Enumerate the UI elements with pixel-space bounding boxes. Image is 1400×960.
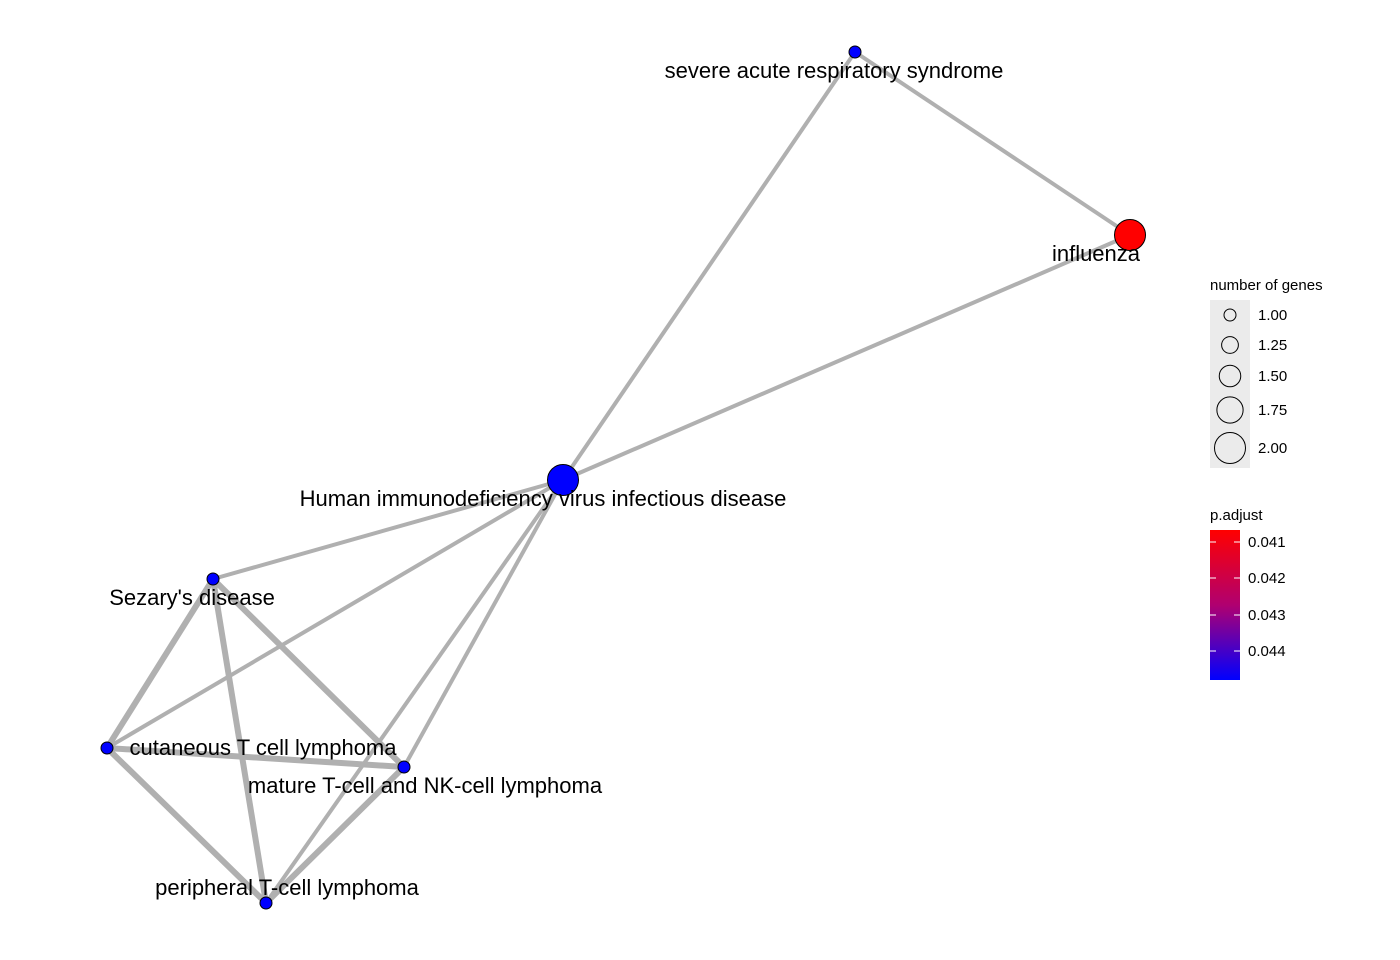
edge-sezary-ctcl xyxy=(104,577,216,750)
legend-size-key-1 xyxy=(1221,336,1239,354)
legend-p-adjust: p.adjust 0.041 0.042 0.043 0.044 xyxy=(1210,507,1286,680)
node-mature[interactable] xyxy=(397,760,411,774)
node-label-sezary: Sezary's disease xyxy=(109,585,275,610)
node-label-hiv: Human immunodeficiency virus infectious … xyxy=(300,486,787,511)
node-label-ptcl: peripheral T-cell lymphoma xyxy=(155,875,419,900)
legend-size-title: number of genes xyxy=(1210,277,1323,294)
legend-size-label-2: 1.50 xyxy=(1258,368,1287,385)
node-hiv[interactable] xyxy=(547,464,579,496)
edge-ctcl-mature xyxy=(106,745,405,770)
node-label-mature: mature T-cell and NK-cell lymphoma xyxy=(248,773,603,798)
legend-size-label-0: 1.00 xyxy=(1258,307,1287,324)
node-influenza[interactable] xyxy=(1114,219,1146,251)
legend-color-bar xyxy=(1210,530,1240,680)
edge-influenza-hiv xyxy=(562,233,1131,482)
legend-color-label-3: 0.044 xyxy=(1248,643,1286,660)
node-ctcl[interactable] xyxy=(100,741,114,755)
legend-size-key-3 xyxy=(1216,396,1244,424)
edge-sars-influenza xyxy=(853,50,1132,237)
node-sars[interactable] xyxy=(848,45,862,59)
edge-sars-hiv xyxy=(561,50,857,482)
edge-hiv-mature xyxy=(402,479,565,768)
legend-color-label-0: 0.041 xyxy=(1248,534,1286,551)
node-ptcl[interactable] xyxy=(259,896,273,910)
node-label-sars: severe acute respiratory syndrome xyxy=(665,58,1004,83)
legend-size-key-4 xyxy=(1214,432,1246,464)
legend-size-key-2 xyxy=(1218,364,1242,388)
legend-size-items: 1.00 1.25 1.50 1.75 2.00 xyxy=(1214,307,1287,464)
edge-sezary-ptcl xyxy=(210,578,269,904)
edge-hiv-ctcl xyxy=(105,478,565,750)
node-sezary[interactable] xyxy=(206,572,220,586)
legend-color-label-1: 0.042 xyxy=(1248,570,1286,587)
node-label-influenza: influenza xyxy=(1052,241,1141,266)
legend-color-items: 0.041 0.042 0.043 0.044 xyxy=(1210,534,1286,660)
edges-layer xyxy=(104,50,1132,906)
legend-number-of-genes: number of genes 1.00 1.25 1.50 1.75 2.00 xyxy=(1210,277,1323,468)
legend-size-label-4: 2.00 xyxy=(1258,440,1287,457)
legend-size-key-0 xyxy=(1223,308,1237,322)
edge-ctcl-ptcl xyxy=(104,745,269,906)
legend-size-label-3: 1.75 xyxy=(1258,402,1287,419)
edge-hiv-sezary xyxy=(212,478,564,581)
legend-color-title: p.adjust xyxy=(1210,507,1263,524)
legend-color-label-2: 0.043 xyxy=(1248,607,1286,624)
nodes-layer xyxy=(100,45,1146,910)
edge-mature-ptcl xyxy=(263,764,407,906)
edge-hiv-ptcl xyxy=(264,478,565,905)
labels-layer: severe acute respiratory syndrome influen… xyxy=(109,58,1141,900)
legend-size-label-1: 1.25 xyxy=(1258,337,1287,354)
edge-sezary-mature xyxy=(210,576,407,770)
node-label-ctcl: cutaneous T cell lymphoma xyxy=(130,735,398,760)
